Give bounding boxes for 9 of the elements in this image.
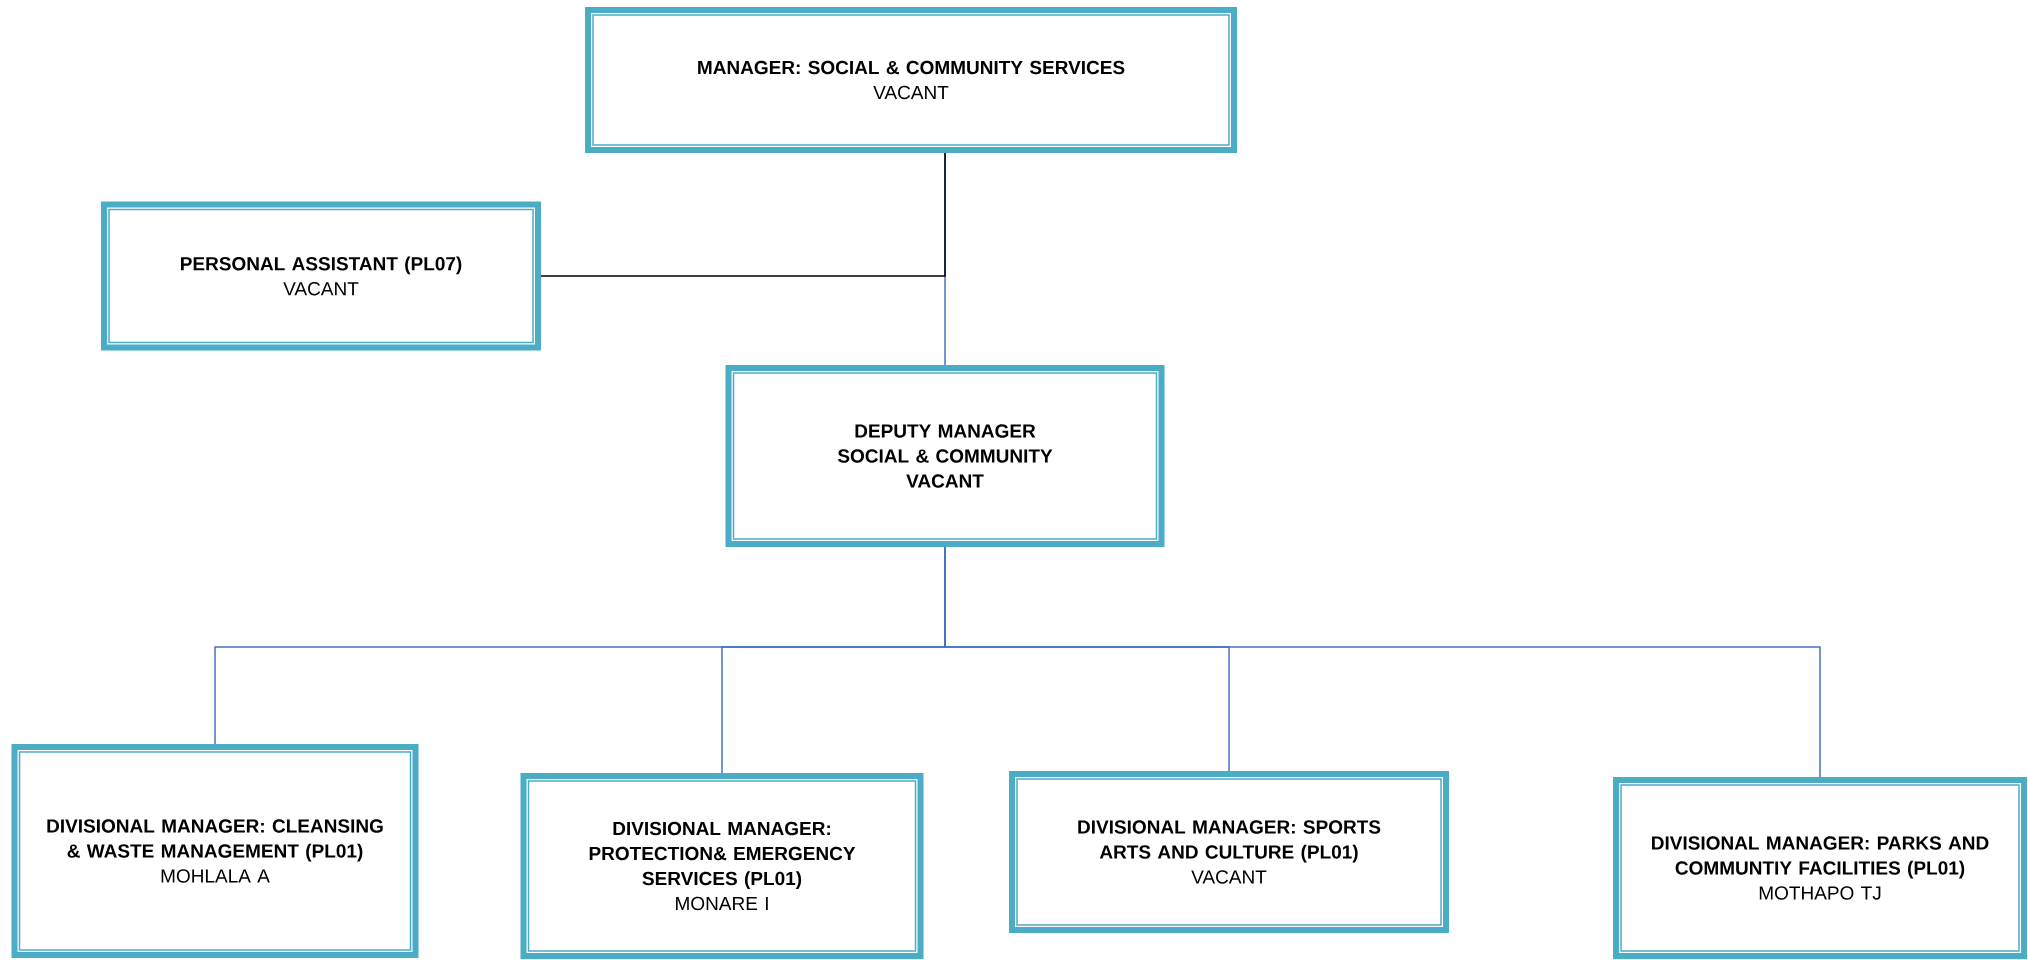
org-box: DIVISIONAL MANAGER: PROTECTION& EMERGENCY SERVICES (PL01) MONARE I <box>520 773 924 959</box>
org-box: PERSONAL ASSISTANT (PL07) VACANT <box>101 201 541 351</box>
org-box: DEPUTY MANAGER SOCIAL & COMMUNITY VACANT <box>725 365 1165 547</box>
org-box: DIVISIONAL MANAGER: SPORTS ARTS AND CULTURE (PL01) VACANT <box>1009 771 1449 933</box>
org-box: DIVISIONAL MANAGER: PARKS AND COMMUNTIY FACILITIES (PL01) MOTHAPO TJ <box>1613 777 2027 959</box>
connector-line <box>944 546 1821 778</box>
connector-line <box>540 152 946 277</box>
org-box: MANAGER: SOCIAL & COMMUNITY SERVICES VACANT <box>585 7 1237 153</box>
org-box: DIVISIONAL MANAGER: CLEANSING & WASTE MANAGEMENT (PL01) MOHLALA A <box>11 744 419 958</box>
